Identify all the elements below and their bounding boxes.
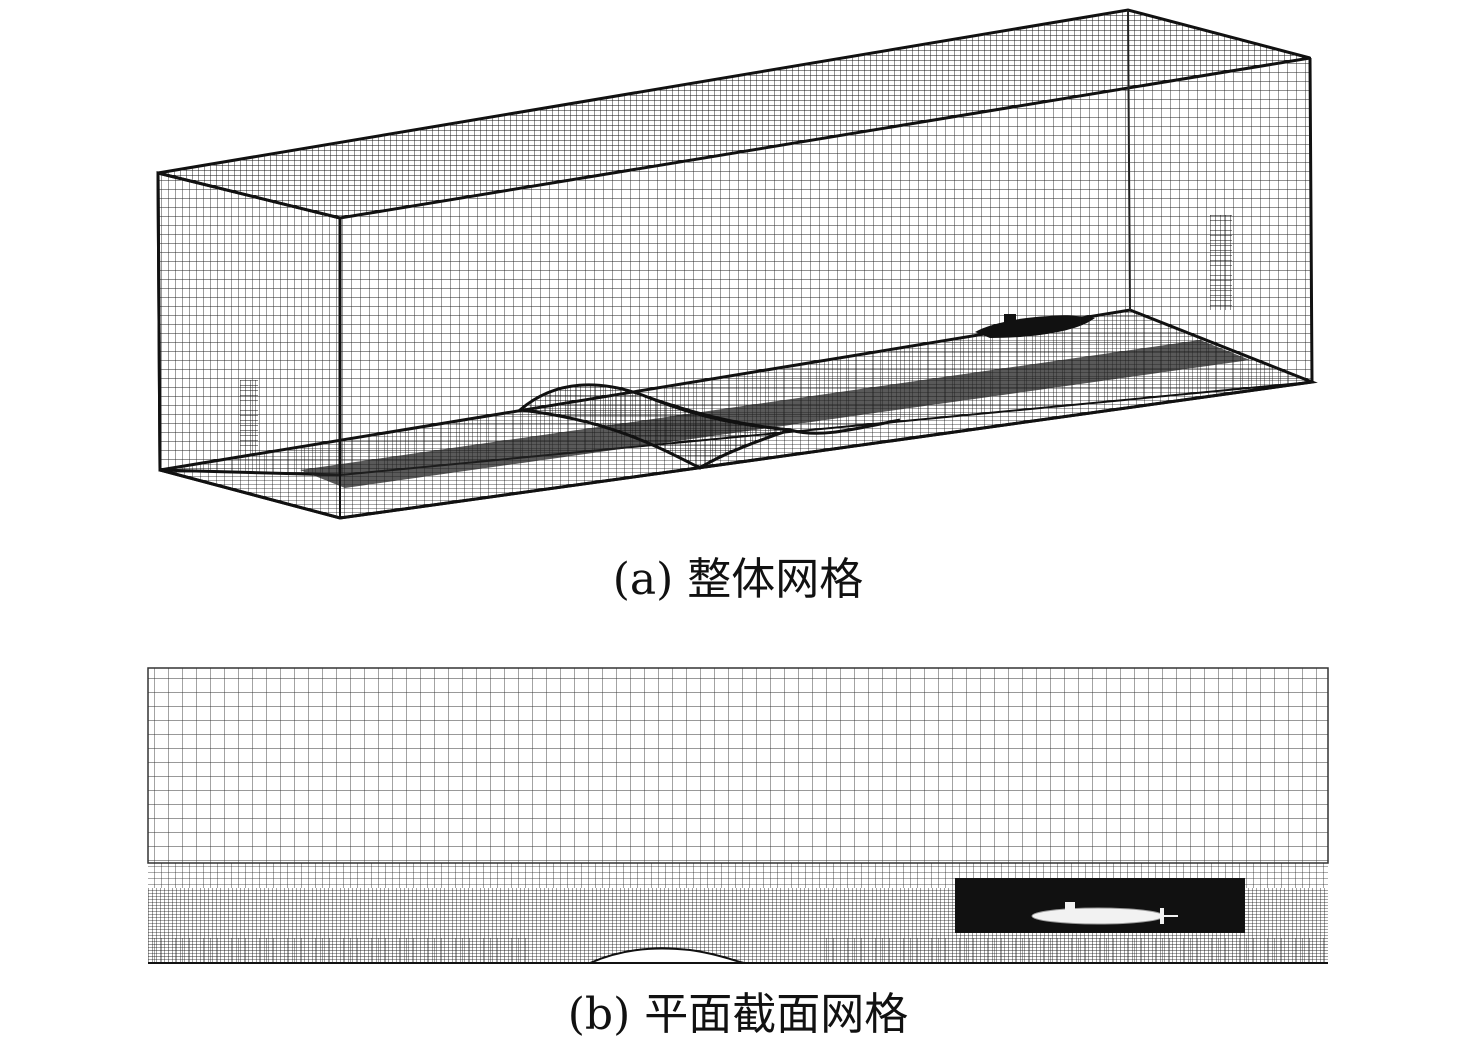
caption-panel-b: (b) 平面截面网格: [567, 989, 909, 1040]
section-coarse-region: [147, 667, 1329, 864]
mesh-floor-refinement-strip: [300, 340, 1250, 488]
section-mesh-plane-view: [147, 667, 1329, 964]
mesh-refinement-band-right: [1210, 215, 1232, 310]
mesh-refinement-band-left: [240, 380, 258, 455]
submarine-body-3d: [975, 315, 1095, 338]
overall-mesh-3d-view: [156, 8, 1318, 520]
submarine-body: [1031, 907, 1165, 925]
submarine-refinement-box: [955, 878, 1245, 933]
caption-panel-a: (a) 整体网格: [612, 554, 864, 605]
section-seabed-bump: [589, 947, 746, 964]
